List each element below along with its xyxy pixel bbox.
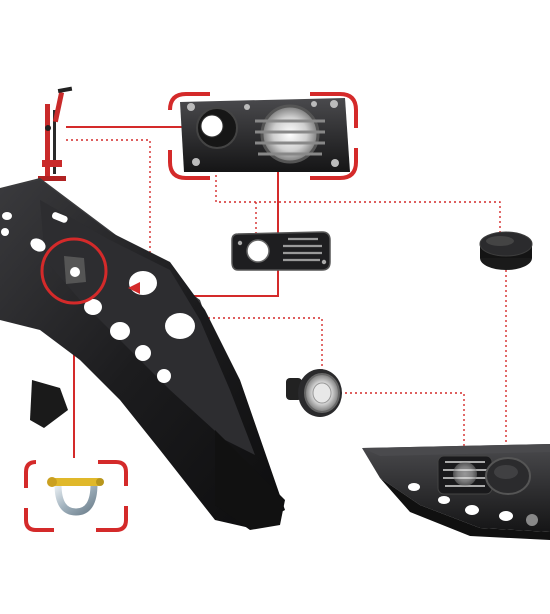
- connector-fog-to-hole: [198, 317, 323, 372]
- light-grille-plate-icon: [231, 231, 331, 271]
- hi-lift-jack-icon: [38, 86, 73, 181]
- connector-insert-to-cap: [215, 170, 501, 236]
- hole-cover-cap-icon: [479, 231, 533, 270]
- d-ring-shackle-icon: [24, 460, 128, 532]
- bumper-installed-detail-icon: [362, 444, 550, 540]
- connector-jack-dotted: [66, 139, 151, 272]
- connector-insert-to-plate: [172, 168, 279, 297]
- front-bumper-icon: [0, 178, 285, 530]
- round-fog-light-icon: [286, 369, 342, 417]
- connector-fog-to-detail: [340, 392, 465, 458]
- jack-mount-insert-icon: [168, 92, 358, 180]
